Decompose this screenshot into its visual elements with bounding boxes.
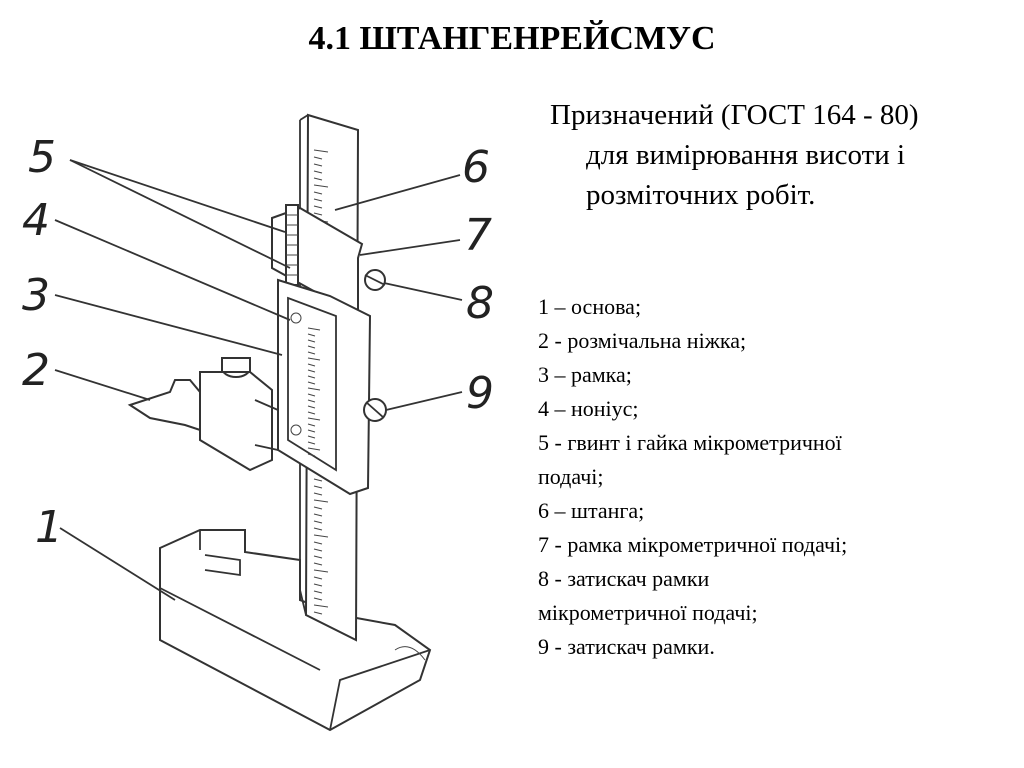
parts-legend: 1 – основа; 2 - розмічальна ніжка; 3 – р… (538, 290, 1008, 664)
vernier-scale-tick (307, 387, 321, 391)
beam-scale-tick (313, 149, 329, 153)
vernier-scale-tick (307, 351, 316, 355)
base-shape (159, 529, 432, 732)
legend-item-text: 4 – ноніус; (538, 396, 639, 421)
beam-scale-tick (313, 541, 323, 545)
vernier-scale-tick (307, 417, 321, 421)
micrometer-screw-shape (285, 204, 299, 286)
beam-scale-tick (313, 198, 323, 202)
vernier-scale-tick (307, 447, 321, 451)
beam-scale-tick (313, 163, 323, 167)
beam-scale-tick (313, 492, 323, 496)
beam-scale-tick (313, 191, 323, 195)
purpose-line: для вимірювання висоти і (586, 139, 906, 171)
vernier-scale-tick (307, 429, 316, 433)
vernier-scale-tick (307, 423, 316, 427)
legend-item-text: 8 - затискач рамки (538, 566, 710, 591)
callout-7: 7 (464, 210, 492, 261)
beam-scale-tick (313, 597, 323, 601)
legend-item-text: 9 - затискач рамки. (538, 634, 715, 659)
legend-item: 2 - розмічальна ніжка; (538, 324, 1008, 358)
beam-scale-tick (313, 576, 323, 580)
legend-item: 6 – штанга; (538, 494, 1008, 528)
legend-item: 5 - гвинт і гайка мікрометричної подачі; (538, 426, 1008, 494)
beam-scale-tick (313, 177, 323, 181)
callout-1: 1 (35, 502, 63, 553)
callout-5: 5 (28, 132, 56, 183)
beam-scale-tick (313, 212, 323, 216)
legend-item-text: 3 – рамка; (538, 362, 632, 387)
scriber-shape (127, 357, 279, 472)
callout-2: 2 (22, 345, 50, 396)
beam-scale-tick (313, 527, 323, 531)
legend-item: 9 - затискач рамки. (538, 630, 1008, 664)
beam-scale-tick (313, 170, 323, 174)
beam-scale-tick (313, 184, 329, 188)
page-title: 4.1 ШТАНГЕНРЕЙСМУС (308, 20, 716, 57)
legend-item-text: 6 – штанга; (538, 498, 645, 523)
vernier-scale-tick (307, 399, 316, 403)
beam-scale-tick (313, 478, 323, 482)
vernier-scale-tick (307, 345, 316, 349)
beam-scale-tick (313, 205, 323, 209)
vernier-scale-tick (307, 369, 316, 373)
beam-scale-tick (313, 583, 323, 587)
callout-9: 9 (466, 368, 494, 419)
vernier-scale-tick (307, 375, 316, 379)
legend-item: 3 – рамка; (538, 358, 1008, 392)
legend-item-text: 5 - гвинт і гайка мікрометричної (538, 430, 842, 455)
vernier-scale-tick (307, 327, 321, 331)
beam-scale-tick (313, 590, 323, 594)
beam-scale-tick (313, 562, 323, 566)
beam-scale-tick (313, 555, 323, 559)
vernier-scale-tick (307, 411, 316, 415)
legend-item-text: подачі; (538, 464, 604, 489)
legend-item-text: 2 - розмічальна ніжка; (538, 328, 747, 353)
beam-scale-tick (313, 604, 329, 608)
vernier-scale-tick (307, 435, 316, 439)
legend-item: 8 - затискач рамки мікрометричної подачі… (538, 562, 1008, 630)
beam-scale-tick (313, 569, 329, 573)
legend-item: 7 - рамка мікрометричної подачі; (538, 528, 1008, 562)
beam-scale-tick (313, 534, 329, 538)
beam-scale-tick (313, 506, 323, 510)
beam-scale-tick (313, 513, 323, 517)
legend-item: 1 – основа; (538, 290, 1008, 324)
legend-item-text: 1 – основа; (538, 294, 642, 319)
purpose-line: розміточних робіт. (586, 179, 816, 211)
vernier-scale-tick (307, 339, 316, 343)
legend-item-text: 7 - рамка мікрометричної подачі; (538, 532, 848, 557)
leader-lines (54, 159, 463, 601)
vernier-scale-tick (307, 357, 321, 361)
purpose-text: Призначений (ГОСТ 164 - 80) для вимірюва… (550, 95, 1010, 215)
vernier-scale-tick (307, 405, 316, 409)
vernier-scale-tick (307, 363, 316, 367)
beam-scale-tick (313, 520, 323, 524)
beam-scale-tick (313, 156, 323, 160)
legend-item: 4 – ноніус; (538, 392, 1008, 426)
beam-scale-tick (313, 485, 323, 489)
main-frame-shape (277, 278, 387, 496)
purpose-line: Призначений (ГОСТ 164 - 80) (550, 99, 919, 131)
beam-scale-tick (313, 499, 329, 503)
callout-6: 6 (462, 142, 490, 193)
vernier-scale-tick (307, 441, 316, 445)
vernier-scale-tick (307, 333, 316, 337)
beam-scale-tick (313, 548, 323, 552)
vernier-scale-tick (307, 393, 316, 397)
legend-item-text: мікрометричної подачі; (538, 600, 758, 625)
beam-scale-tick (313, 611, 323, 615)
callout-8: 8 (466, 278, 494, 329)
vernier-scale-tick (307, 381, 316, 385)
vernier-scale-tick (307, 453, 316, 457)
callout-4: 4 (22, 195, 50, 246)
callout-3: 3 (22, 270, 50, 321)
